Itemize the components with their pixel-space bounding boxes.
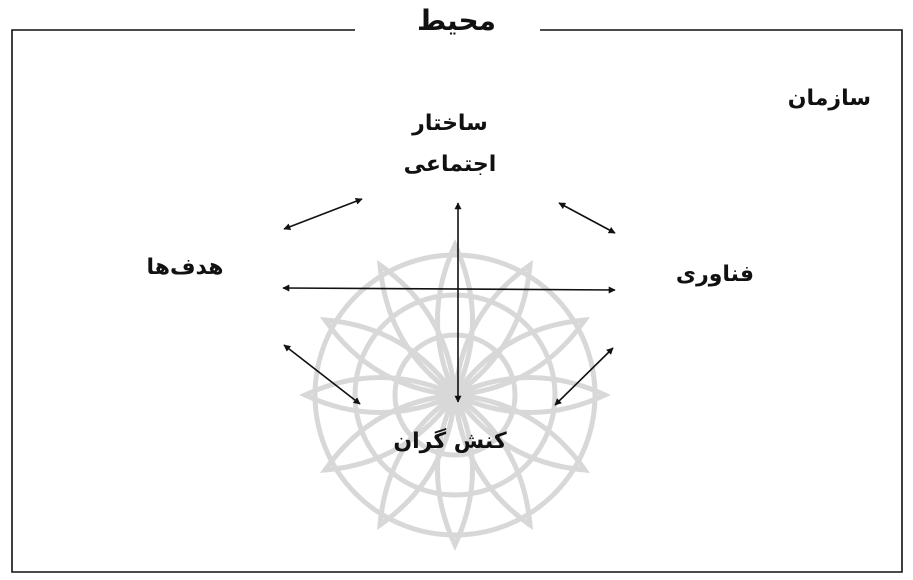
environment-frame	[11, 29, 903, 573]
environment-title: محیط	[417, 4, 496, 37]
arrow-goals-actors	[283, 344, 361, 405]
social-structure-line2: اجتماعی	[403, 151, 497, 177]
arrow-goals-structure	[283, 197, 363, 231]
node-goals: هدف‌ها	[146, 255, 224, 280]
arrow-structure-technology	[558, 202, 616, 234]
arrow-technology-actors	[554, 347, 614, 406]
node-technology: فناوری	[675, 262, 755, 287]
node-social-structure: ساختار اجتماعی	[340, 104, 560, 185]
arrow-goals-technology	[282, 284, 616, 294]
organization-label: سازمان	[787, 86, 871, 111]
social-structure-line1: ساختار	[412, 111, 488, 136]
node-actors: کنش گران	[393, 429, 507, 454]
